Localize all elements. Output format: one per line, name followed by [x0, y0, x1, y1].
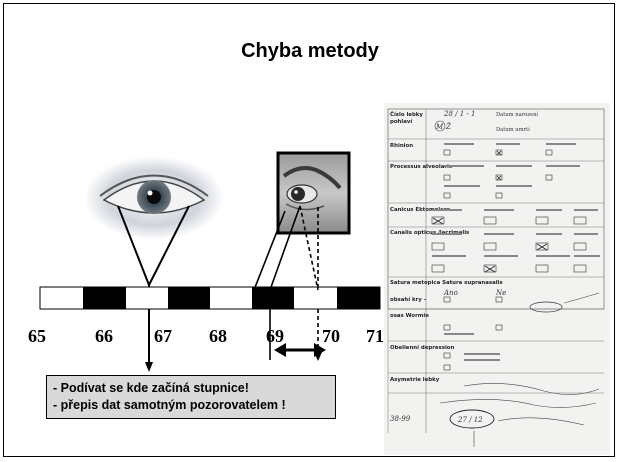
- form-label: Processus alveolaris: [390, 164, 452, 170]
- form-label: pohlaví: [390, 118, 413, 125]
- form-label: Rhinion: [390, 143, 413, 149]
- form-label: osas Wormie: [390, 313, 429, 319]
- form-field: Datum narození: [496, 111, 538, 118]
- note-line: - přepis dat samotným pozorovatelem !: [53, 397, 329, 414]
- form-label: Číslo lebky: [390, 111, 423, 118]
- form-handwriting: Ano: [443, 289, 458, 297]
- svg-text:28 / 1 - 1: 28 / 1 - 1: [443, 110, 475, 118]
- form-label: Asymetrie lebky: [390, 377, 440, 383]
- note-box: - Podívat se kde začíná stupnice! - přep…: [46, 375, 336, 419]
- scale-number: 69: [266, 326, 284, 347]
- form-handwriting: Ne: [495, 289, 506, 297]
- scale-number: 67: [154, 326, 172, 347]
- magnified-eye: [278, 153, 349, 233]
- form-label: obsahí kry –: [390, 296, 427, 303]
- scale-number: 70: [322, 326, 340, 347]
- scale-number: 68: [209, 326, 227, 347]
- scanned-form: Číslo lebky pohlaví Rhinion Processus al…: [384, 103, 610, 455]
- form-label: Satura metopica Satura supranasalis: [390, 280, 503, 286]
- form-handwriting: 38-99: [390, 415, 411, 423]
- form-field: Datum umrtí: [496, 126, 530, 133]
- svg-text:Ž: Ž: [445, 122, 451, 131]
- arrow-down-icon: [145, 362, 153, 372]
- form-label: Obelienní depression: [390, 344, 455, 351]
- form-handwriting: 27 / 12: [457, 416, 483, 424]
- scale-number: 65: [28, 326, 46, 347]
- ruler-scale: [40, 287, 380, 309]
- scale-number: 66: [95, 326, 113, 347]
- note-line: - Podívat se kde začíná stupnice!: [53, 380, 329, 397]
- eye-icon: [84, 156, 224, 240]
- svg-text:M: M: [435, 123, 444, 131]
- scale-number: 71: [366, 326, 384, 347]
